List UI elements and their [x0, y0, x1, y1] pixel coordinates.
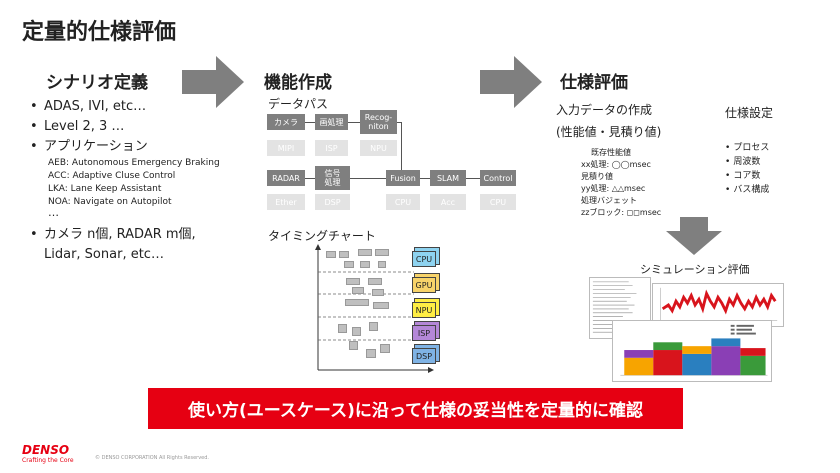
hw-isp: ISP	[315, 140, 348, 156]
budget-label: 処理バジェット	[581, 196, 637, 205]
setting-item: コア数	[725, 169, 769, 183]
flow-line	[348, 122, 360, 123]
conclusion-banner: 使い方(ユースケース)に沿って仕様の妥当性を定量的に確認	[148, 388, 683, 429]
flow-line	[466, 178, 480, 179]
timing-chart-label: タイミングチャート	[268, 229, 376, 243]
flow-line	[401, 122, 402, 172]
gantt-bar	[380, 344, 390, 353]
process-arrow-1	[182, 56, 244, 108]
hw-npu: NPU	[360, 140, 397, 156]
gantt-bar	[339, 251, 349, 258]
chip-isp: ISP	[412, 325, 436, 341]
hw-mipi: MIPI	[267, 140, 305, 156]
hw-ether: Ether	[267, 194, 305, 210]
simulation-label: シミュレーション評価	[640, 263, 750, 276]
hw-cpu: CPU	[480, 194, 516, 210]
gantt-bar	[352, 287, 364, 294]
copyright-text: © DENSO CORPORATION All Rights Reserved.	[95, 455, 209, 461]
block-radar: RADAR	[267, 170, 305, 186]
spec-settings-list: プロセス 周波数 コア数 バス構成	[725, 141, 769, 197]
scenario-item: Level 2, 3 …	[30, 117, 230, 137]
block-camera: カメラ	[267, 114, 305, 130]
setting-item: 周波数	[725, 155, 769, 169]
scenario-item: ADAS, IVI, etc…	[30, 97, 230, 117]
setting-item: プロセス	[725, 141, 769, 155]
scenario-list: ADAS, IVI, etc… Level 2, 3 … アプリケーション AE…	[30, 97, 230, 265]
gantt-bar	[372, 289, 384, 296]
estimate-label: 見積り値	[581, 172, 613, 181]
gantt-bar	[358, 249, 372, 256]
gantt-bar	[326, 251, 336, 258]
gantt-bar	[373, 302, 389, 309]
gantt-bar	[345, 299, 369, 306]
gantt-bar	[369, 322, 378, 331]
evaluation-heading: 仕様評価	[560, 73, 628, 93]
flow-line	[350, 178, 386, 179]
flow-line	[305, 178, 315, 179]
scenario-heading: シナリオ定義	[46, 73, 148, 93]
block-image-processing: 画処理	[315, 114, 348, 130]
hw-acc: Acc	[430, 194, 466, 210]
process-arrow-2	[480, 56, 542, 108]
sensor-item-cont: Lidar, Sonar, etc…	[44, 247, 164, 262]
block-signal-processing: 信号 処理	[315, 166, 350, 190]
timing-chart-axes	[315, 244, 434, 373]
input-data-label: 入力データの作成	[556, 103, 653, 117]
app-item: AEB: Autonomous Emergency Braking	[48, 158, 220, 168]
app-ellipsis: …	[48, 206, 59, 219]
gantt-bar	[378, 261, 386, 268]
setting-item: バス構成	[725, 183, 769, 197]
logo-tagline: Crafting the Core	[22, 457, 74, 464]
datapath-label: データパス	[268, 97, 329, 111]
gantt-bar	[338, 324, 347, 333]
scenario-item: アプリケーション	[30, 137, 230, 157]
denso-logo: DENSO	[22, 443, 70, 457]
sensor-item: カメラ n個, RADAR m個,	[30, 225, 230, 245]
gantt-bar	[346, 278, 360, 285]
gantt-bar	[344, 261, 354, 268]
function-heading: 機能作成	[264, 73, 332, 93]
zz-value: zzブロック: ◻◻msec	[581, 208, 662, 217]
chip-cpu: CPU	[412, 251, 436, 267]
app-item: LKA: Lane Keep Assistant	[48, 184, 162, 194]
input-values-list: 既存性能値 xx処理: ◯◯msec 見積り値 yy処理: △△msec 処理バ…	[581, 147, 661, 219]
existing-label: 既存性能値	[591, 148, 631, 157]
flow-line	[305, 122, 315, 123]
down-arrow	[666, 217, 722, 255]
chip-npu: NPU	[412, 302, 436, 318]
hw-dsp: DSP	[315, 194, 350, 210]
spec-settings-label: 仕様設定	[725, 106, 774, 120]
block-recognition: Recog- niton	[360, 110, 397, 134]
page-title: 定量的仕様評価	[22, 20, 177, 45]
gantt-bar	[349, 341, 358, 350]
simulation-bar-plot	[612, 320, 772, 382]
gantt-bar	[368, 278, 382, 285]
block-slam: SLAM	[430, 170, 466, 186]
chip-gpu: GPU	[412, 277, 436, 293]
flow-line	[420, 178, 430, 179]
gantt-bar	[352, 327, 361, 336]
yy-value: yy処理: △△msec	[581, 184, 646, 193]
input-data-sublabel: (性能値・見積り値)	[556, 125, 662, 139]
block-control: Control	[480, 170, 516, 186]
chip-dsp: DSP	[412, 348, 436, 364]
gantt-bar	[360, 261, 370, 268]
block-fusion: Fusion	[386, 170, 420, 186]
gantt-bar	[375, 249, 389, 256]
flow-line	[397, 122, 402, 123]
xx-value: xx処理: ◯◯msec	[581, 160, 651, 169]
app-item: NOA: Navigate on Autopilot	[48, 197, 172, 207]
hw-cpu: CPU	[386, 194, 420, 210]
app-item: ACC: Adaptive Cluse Control	[48, 171, 176, 181]
gantt-bar	[366, 349, 376, 358]
